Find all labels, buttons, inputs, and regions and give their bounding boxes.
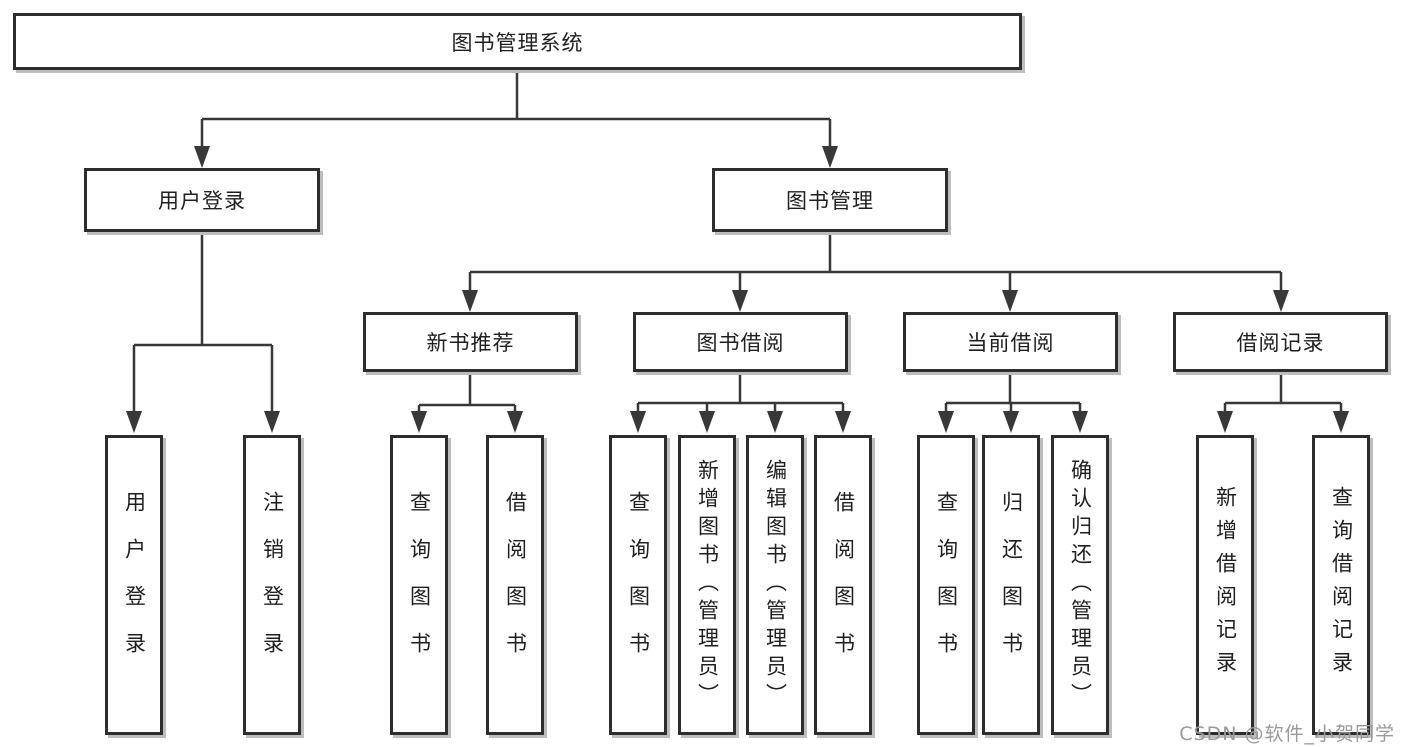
node-label: 当前借阅 xyxy=(966,331,1055,355)
arrowhead xyxy=(1273,290,1289,312)
arrowhead xyxy=(1217,411,1233,433)
csdn-watermark: CSDN @软件_小贺同学 xyxy=(1179,723,1395,745)
node-label: 借阅图书 xyxy=(503,491,528,679)
node-label: 确认归还（管理员） xyxy=(1068,459,1093,711)
arrowheads xyxy=(126,146,1349,433)
node-label: 注销登录 xyxy=(260,491,285,679)
node-label: 图书管理系统 xyxy=(451,30,584,55)
node-label: 新书推荐 xyxy=(426,331,515,355)
arrowhead xyxy=(938,411,954,433)
leaf-query-borrow-record: 查询借阅记录 xyxy=(1312,435,1370,735)
arrowhead xyxy=(822,146,838,168)
node-book-borrowing: 图书借阅 xyxy=(633,312,848,372)
leaf-query-books-borrowing: 查询图书 xyxy=(609,435,667,735)
arrowhead xyxy=(1002,290,1018,312)
arrowhead xyxy=(732,290,748,312)
node-label: 查询图书 xyxy=(626,491,651,679)
node-label: 归还图书 xyxy=(999,491,1024,679)
connector-book-management-to-level3 xyxy=(468,232,1283,296)
leaf-confirm-return-admin: 确认归还（管理员） xyxy=(1051,435,1109,735)
node-borrowing-records: 借阅记录 xyxy=(1173,312,1388,372)
connector-user-login-to-leaves xyxy=(132,232,274,418)
leaf-query-books-current: 查询图书 xyxy=(917,435,975,735)
node-label: 查询借阅记录 xyxy=(1329,486,1354,684)
connector-borrowing-to-leaves xyxy=(636,372,845,418)
arrowhead xyxy=(126,411,142,433)
node-label: 用户登录 xyxy=(158,189,246,213)
connector-current-to-leaves xyxy=(944,372,1082,418)
arrowhead xyxy=(507,411,523,433)
node-label: 查询图书 xyxy=(407,491,432,679)
arrowhead xyxy=(1333,411,1349,433)
arrowhead xyxy=(411,411,427,433)
leaf-add-books-admin: 新增图书（管理员） xyxy=(678,435,736,735)
leaf-borrow-books-recommend: 借阅图书 xyxy=(486,435,544,735)
node-label: 用户登录 xyxy=(122,491,147,679)
arrowhead xyxy=(630,411,646,433)
arrowhead xyxy=(835,411,851,433)
node-label: 借阅记录 xyxy=(1236,331,1325,355)
arrowhead xyxy=(767,411,783,433)
node-book-management: 图书管理 xyxy=(712,168,948,232)
node-label: 新增借阅记录 xyxy=(1213,486,1238,684)
leaf-user-login: 用户登录 xyxy=(105,435,163,735)
node-label: 图书管理 xyxy=(786,189,874,213)
arrowhead xyxy=(1003,411,1019,433)
node-label: 借阅图书 xyxy=(831,491,856,679)
arrowhead xyxy=(462,290,478,312)
node-user-login: 用户登录 xyxy=(84,168,320,232)
connector-root-to-level2 xyxy=(200,70,832,151)
leaf-return-books: 归还图书 xyxy=(982,435,1040,735)
leaf-edit-books-admin: 编辑图书（管理员） xyxy=(746,435,804,735)
arrowhead xyxy=(194,146,210,168)
node-label: 图书借阅 xyxy=(696,331,785,355)
node-label: 编辑图书（管理员） xyxy=(763,459,788,711)
node-new-book-recommend: 新书推荐 xyxy=(363,312,578,372)
leaf-query-books-recommend: 查询图书 xyxy=(390,435,448,735)
connector-recommend-to-leaves xyxy=(417,372,517,418)
arrowhead xyxy=(699,411,715,433)
leaf-borrow-books-borrowing: 借阅图书 xyxy=(814,435,872,735)
arrowhead xyxy=(1072,411,1088,433)
node-current-borrowing: 当前借阅 xyxy=(903,312,1118,372)
node-label: 查询图书 xyxy=(934,491,959,679)
arrowhead xyxy=(264,411,280,433)
node-root-book-management-system: 图书管理系统 xyxy=(13,13,1022,70)
node-label: 新增图书（管理员） xyxy=(695,459,720,711)
leaf-add-borrow-record: 新增借阅记录 xyxy=(1196,435,1254,735)
connector-records-to-leaves xyxy=(1223,372,1343,418)
leaf-logout: 注销登录 xyxy=(243,435,301,735)
